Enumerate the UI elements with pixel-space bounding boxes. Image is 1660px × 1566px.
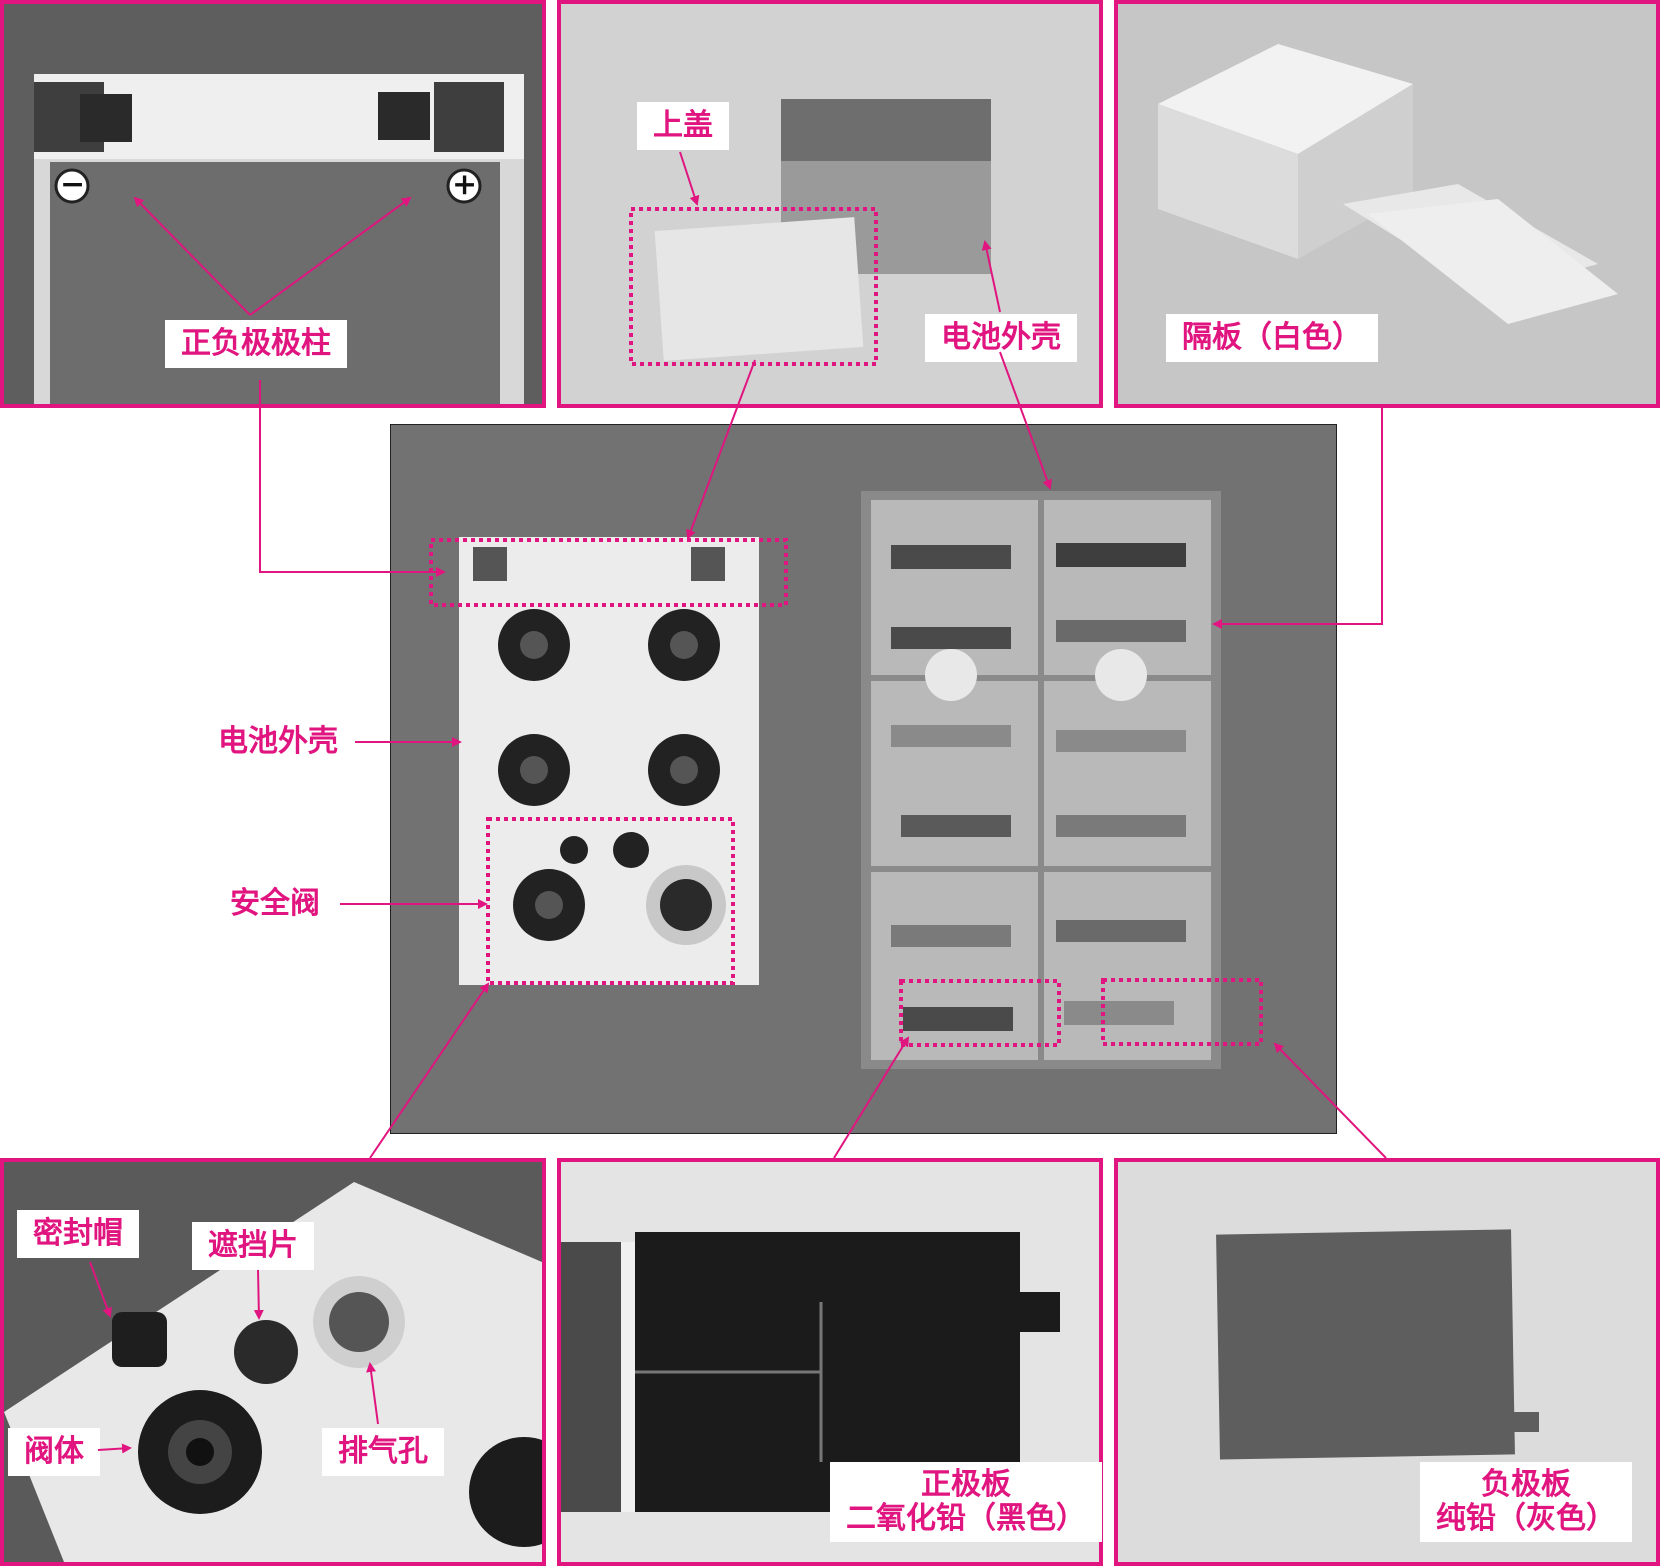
battery-main-drawing [391, 425, 1336, 1133]
positive-plate-material: 二氧化铅（黑色） [846, 1501, 1086, 1536]
label-safety-valve: 安全阀 [230, 886, 320, 921]
minus-symbol: − [60, 167, 86, 202]
label-separator: 隔板（白色） [1166, 314, 1378, 362]
label-shield: 遮挡片 [192, 1222, 314, 1270]
label-valve-body: 阀体 [8, 1428, 100, 1476]
plus-symbol: + [452, 167, 478, 202]
label-case-left: 电池外壳 [218, 724, 338, 759]
negative-plate-material: 纯铅（灰色） [1436, 1501, 1616, 1536]
positive-plate-title: 正极板 [921, 1467, 1011, 1502]
label-case-top: 电池外壳 [925, 314, 1077, 362]
label-top-cover: 上盖 [637, 102, 729, 150]
label-vent: 排气孔 [322, 1428, 444, 1476]
terminals-photo [4, 4, 542, 404]
label-negative-plate: 负极板 纯铅（灰色） [1420, 1462, 1632, 1542]
label-positive-plate: 正极板 二氧化铅（黑色） [830, 1462, 1102, 1542]
negative-plate-title: 负极板 [1481, 1467, 1571, 1502]
label-seal-cap: 密封帽 [17, 1210, 139, 1258]
battery-main-photo [390, 424, 1337, 1134]
terminals-photo-panel: − + [0, 0, 546, 408]
label-terminals: 正负极极柱 [165, 320, 347, 368]
